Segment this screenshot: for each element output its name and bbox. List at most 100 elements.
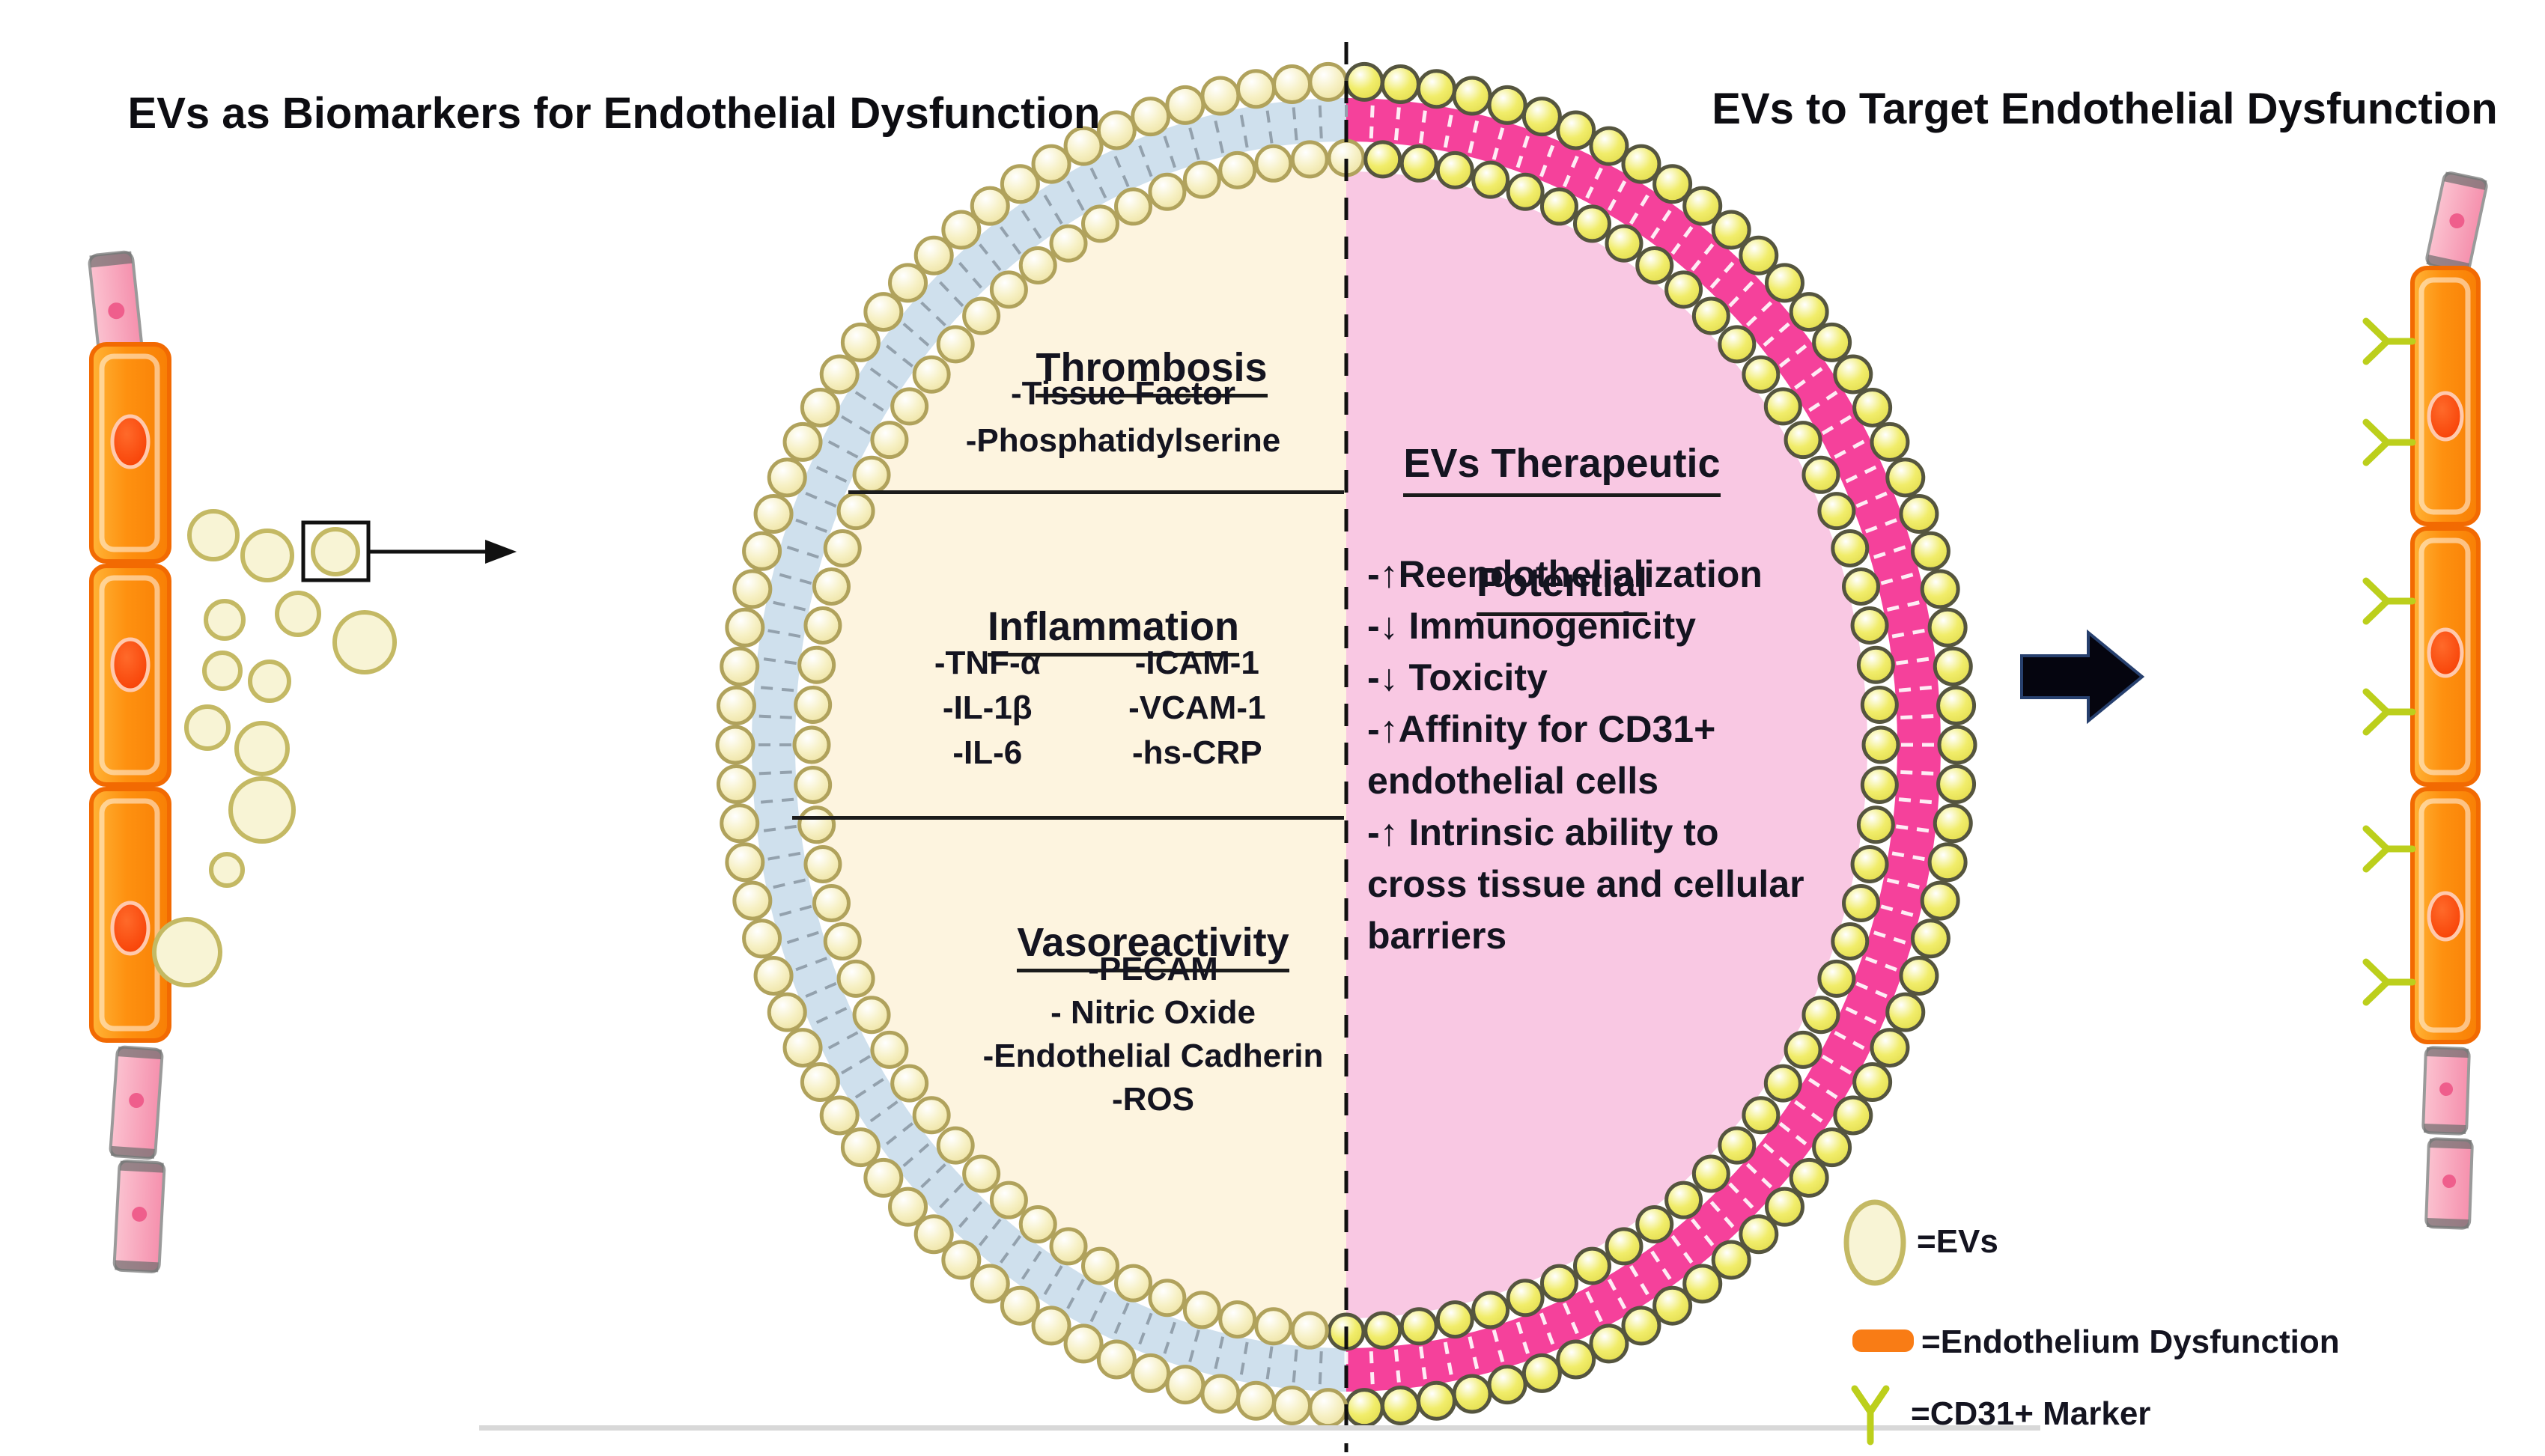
membrane-tick bbox=[1393, 1349, 1402, 1386]
membrane-bead bbox=[1063, 1324, 1104, 1364]
membrane-bead bbox=[912, 355, 951, 394]
membrane-bead bbox=[1927, 842, 1968, 883]
membrane-tick bbox=[1162, 1321, 1176, 1357]
pink-cell bbox=[2425, 171, 2488, 273]
membrane-bead bbox=[797, 645, 836, 684]
therapeutic-item: -↑Reendothelialization bbox=[1367, 553, 1763, 595]
membrane-tick bbox=[1898, 797, 1936, 805]
membrane-bead bbox=[1218, 1300, 1257, 1339]
membrane-bead bbox=[742, 531, 782, 571]
left-title: EVs as Biomarkers for Endothelial Dysfun… bbox=[127, 89, 1101, 138]
membrane-bead bbox=[1000, 164, 1040, 204]
membrane-bead bbox=[1556, 110, 1596, 150]
ev-vesicle bbox=[209, 852, 245, 888]
membrane-bead bbox=[792, 725, 831, 764]
membrane-bead bbox=[1521, 1353, 1562, 1393]
membrane-tick bbox=[1213, 1336, 1225, 1372]
biomarker-item: -IL-1β bbox=[942, 689, 1033, 726]
membrane-tick bbox=[937, 278, 964, 308]
membrane-bead bbox=[1801, 455, 1840, 494]
biomarker-item: -TNF-α bbox=[934, 645, 1041, 681]
membrane-tick bbox=[1019, 1250, 1042, 1283]
membrane-bead bbox=[1652, 1285, 1693, 1326]
membrane-tick bbox=[1778, 1121, 1810, 1148]
membrane-tick bbox=[976, 1218, 1002, 1249]
therapeutic-item: -↓ Immunogenicity bbox=[1367, 605, 1696, 647]
orange-cell bbox=[2410, 266, 2481, 526]
membrane-bead bbox=[1852, 387, 1893, 427]
membrane-bead bbox=[1831, 922, 1870, 961]
membrane-bead bbox=[1605, 224, 1644, 263]
membrane-tick bbox=[838, 1055, 871, 1076]
membrane-tick bbox=[1137, 142, 1153, 177]
membrane-tick bbox=[1778, 342, 1810, 368]
membrane-bead bbox=[1691, 1154, 1730, 1193]
thrombosis-items: -Tissue Factor-Phosphatidylserine bbox=[921, 370, 1325, 464]
therapeutic-item: -↓ Toxicity bbox=[1367, 657, 1548, 698]
cd31-y-marker-icon bbox=[2362, 958, 2416, 1006]
biomarker-item: -hs-CRP bbox=[1132, 734, 1262, 771]
membrane-tick bbox=[1492, 124, 1506, 160]
membrane-bead bbox=[1487, 1365, 1527, 1405]
cd31-y-marker-icon bbox=[2362, 688, 2416, 736]
legend-symbols bbox=[1843, 1199, 1914, 1446]
membrane-bead bbox=[1817, 492, 1856, 531]
section-heading-thrombosis: Thrombosis bbox=[972, 298, 1331, 397]
ev-vesicle bbox=[187, 509, 240, 561]
membrane-bead bbox=[720, 646, 760, 686]
legend-label-evs: =EVs bbox=[1917, 1223, 1998, 1260]
cd31-y-marker-icon bbox=[2362, 418, 2416, 466]
biomarker-item: - Nitric Oxide bbox=[1050, 994, 1256, 1031]
membrane-tick bbox=[1763, 320, 1793, 347]
biomarker-item: -ROS bbox=[1112, 1081, 1194, 1118]
vesicle-membrane-band bbox=[752, 98, 1941, 1392]
membrane-bead bbox=[819, 1095, 860, 1136]
membrane-bead bbox=[1664, 1181, 1703, 1219]
membrane-bead bbox=[1764, 263, 1804, 303]
therapeutic-item: -↑ Intrinsic ability to bbox=[1367, 811, 1719, 853]
membrane-tick bbox=[1292, 1349, 1298, 1386]
membrane-bead bbox=[1380, 64, 1420, 104]
membrane-bead bbox=[1635, 246, 1674, 284]
membrane-tick bbox=[1265, 1346, 1274, 1383]
membrane-bead bbox=[753, 956, 794, 996]
membrane-bead bbox=[1589, 126, 1629, 166]
membrane-bead bbox=[1018, 246, 1057, 284]
membrane-bead bbox=[803, 606, 842, 645]
membrane-bead bbox=[1506, 1279, 1545, 1318]
membrane-tick bbox=[783, 930, 819, 945]
membrane-bead bbox=[1539, 187, 1578, 226]
membrane-bead bbox=[1096, 110, 1137, 150]
membrane-bead bbox=[782, 421, 823, 462]
membrane-bead bbox=[1589, 1324, 1629, 1364]
membrane-bead bbox=[1817, 959, 1856, 998]
interior-left-half bbox=[810, 156, 1346, 1333]
orange-cell bbox=[89, 787, 171, 1043]
membrane-tick bbox=[755, 714, 792, 719]
membrane-bead bbox=[1763, 387, 1802, 426]
membrane-tick bbox=[1900, 770, 1937, 776]
membrane-bead bbox=[1435, 1300, 1474, 1339]
membrane-bead bbox=[1831, 529, 1870, 567]
membrane-bead bbox=[1081, 204, 1120, 243]
membrane-tick bbox=[1562, 1302, 1581, 1337]
legend-endothelium-bar-icon bbox=[1852, 1329, 1914, 1352]
membrane-bead bbox=[800, 387, 840, 427]
membrane-bead bbox=[725, 842, 765, 883]
membrane-bead bbox=[720, 803, 760, 844]
big-right-arrow-icon bbox=[2020, 629, 2145, 725]
membrane-tick bbox=[997, 1234, 1022, 1267]
biomarker-item: -VCAM-1 bbox=[1128, 689, 1266, 726]
membrane-tick bbox=[1239, 1341, 1249, 1378]
membrane-bead bbox=[812, 567, 851, 606]
membrane-bead bbox=[800, 1062, 840, 1103]
membrane-bead bbox=[1711, 1240, 1751, 1280]
ev-vesicle bbox=[152, 917, 222, 987]
membrane-bead bbox=[1885, 992, 1926, 1032]
ev-vesicle bbox=[240, 529, 294, 582]
membrane-bead bbox=[1272, 1386, 1313, 1426]
membrane-bead bbox=[753, 493, 794, 534]
membrane-bead bbox=[732, 880, 773, 921]
membrane-bead bbox=[1652, 164, 1693, 204]
membrane-bead bbox=[912, 1096, 951, 1135]
